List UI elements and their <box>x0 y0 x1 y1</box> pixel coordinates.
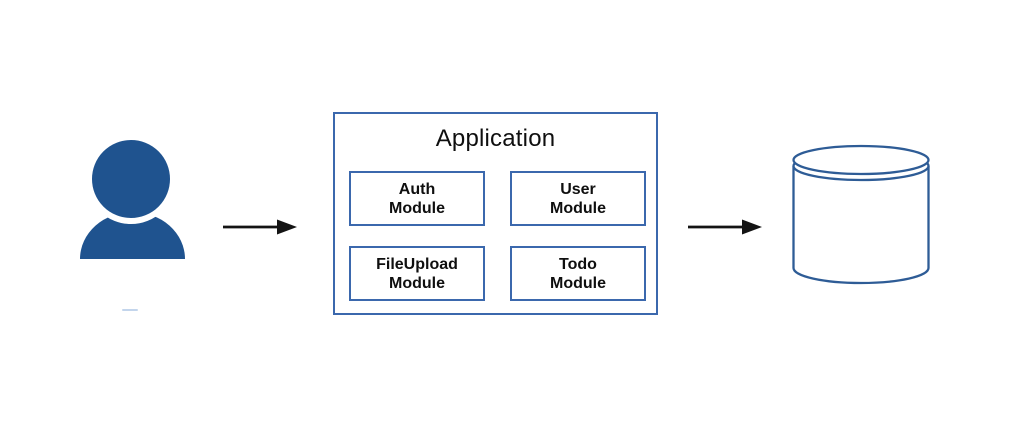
person-head <box>86 134 176 224</box>
module-label-line: Module <box>389 274 445 292</box>
person-body <box>80 212 185 259</box>
module-box-user: User Module <box>510 171 646 226</box>
cylinder-body <box>792 166 930 285</box>
cylinder-lid-top <box>792 144 930 176</box>
arrow-head <box>742 219 762 235</box>
module-label-line: FileUpload <box>376 255 458 273</box>
arrow-right-icon-2 <box>688 219 762 235</box>
person-icon <box>80 134 185 259</box>
arrow-right-icon-1 <box>223 219 297 235</box>
application-box: Application Auth Module User Module File… <box>333 112 658 315</box>
stray-mark <box>122 309 138 311</box>
module-label-line: Module <box>550 199 606 217</box>
module-label-line: Module <box>389 199 445 217</box>
module-label-line: User <box>560 180 596 198</box>
module-label-line: Module <box>550 274 606 292</box>
module-box-todo: Todo Module <box>510 246 646 301</box>
application-title: Application <box>435 125 556 152</box>
module-label-line: Todo <box>559 255 597 273</box>
module-box-fileupload: FileUpload Module <box>349 246 485 301</box>
module-box-auth: Auth Module <box>349 171 485 226</box>
module-label-line: Auth <box>398 180 436 198</box>
arrow-head <box>277 219 297 235</box>
database-cylinder-icon <box>792 144 930 285</box>
